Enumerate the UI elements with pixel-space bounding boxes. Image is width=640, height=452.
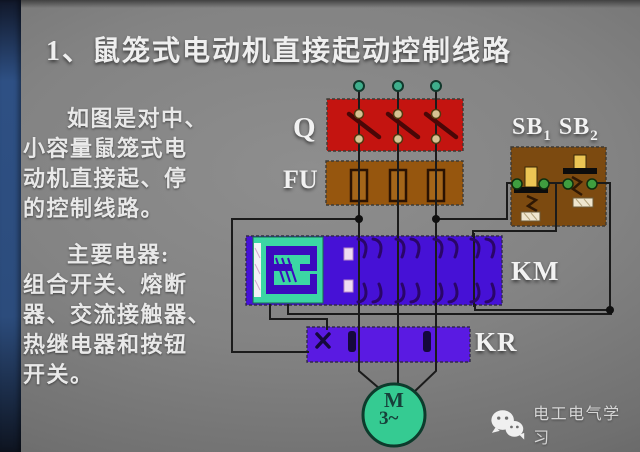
thermal-relay-symbols bbox=[315, 331, 431, 352]
fu-label: FU bbox=[283, 165, 318, 194]
contactor-coil-symbol bbox=[252, 236, 354, 304]
body-text: 如图是对中、 小容量鼠笼式电 动机直接起、停 的控制线路。 主要电器: 组合开关… bbox=[23, 104, 235, 406]
sb2-label: SB2 bbox=[558, 114, 599, 144]
wire-aux-bottom bbox=[474, 304, 610, 311]
q-label: Q bbox=[293, 112, 316, 144]
motor-circle bbox=[361, 382, 427, 448]
wire-phase-1 bbox=[358, 88, 381, 390]
wire-sb2-right bbox=[594, 182, 611, 310]
wechat-icon bbox=[491, 410, 525, 440]
relay-box-kr bbox=[306, 326, 471, 363]
knife-switch-symbols bbox=[346, 108, 459, 145]
sb1-label: SB1 bbox=[512, 114, 552, 144]
watermark: 电工电气学习 bbox=[486, 404, 636, 447]
page-title: 1、鼠笼式电动机直接起动控制线路 bbox=[46, 36, 513, 67]
paragraph-components: 主要电器: 组合开关、熔断 器、交流接触器、 热继电器和按钮 开关。 bbox=[23, 242, 212, 387]
power-terminal-dots bbox=[353, 80, 442, 92]
kr-label: KR bbox=[475, 327, 518, 357]
pushbutton-sb1-symbol bbox=[511, 166, 550, 222]
top-shadow-edge bbox=[0, 0, 640, 8]
fuse-box-fu bbox=[325, 160, 464, 206]
motor-letter: M bbox=[384, 388, 404, 412]
contactor-contact-symbols bbox=[356, 237, 496, 304]
wire-coil-a bbox=[269, 304, 328, 330]
left-edge-stripe bbox=[0, 0, 21, 452]
wire-control-left bbox=[231, 218, 359, 353]
wire-sb-junction-down bbox=[472, 184, 557, 237]
junction-dots bbox=[355, 215, 614, 314]
km-label: KM bbox=[511, 256, 560, 286]
watermark-text: 电工电气学习 bbox=[533, 406, 621, 447]
paragraph-intro: 如图是对中、 小容量鼠笼式电 动机直接起、停 的控制线路。 bbox=[23, 106, 209, 221]
wire-phase-3 bbox=[413, 88, 437, 393]
pushbutton-sb2-symbol bbox=[562, 154, 598, 208]
motor-phase: 3~ bbox=[379, 408, 399, 429]
